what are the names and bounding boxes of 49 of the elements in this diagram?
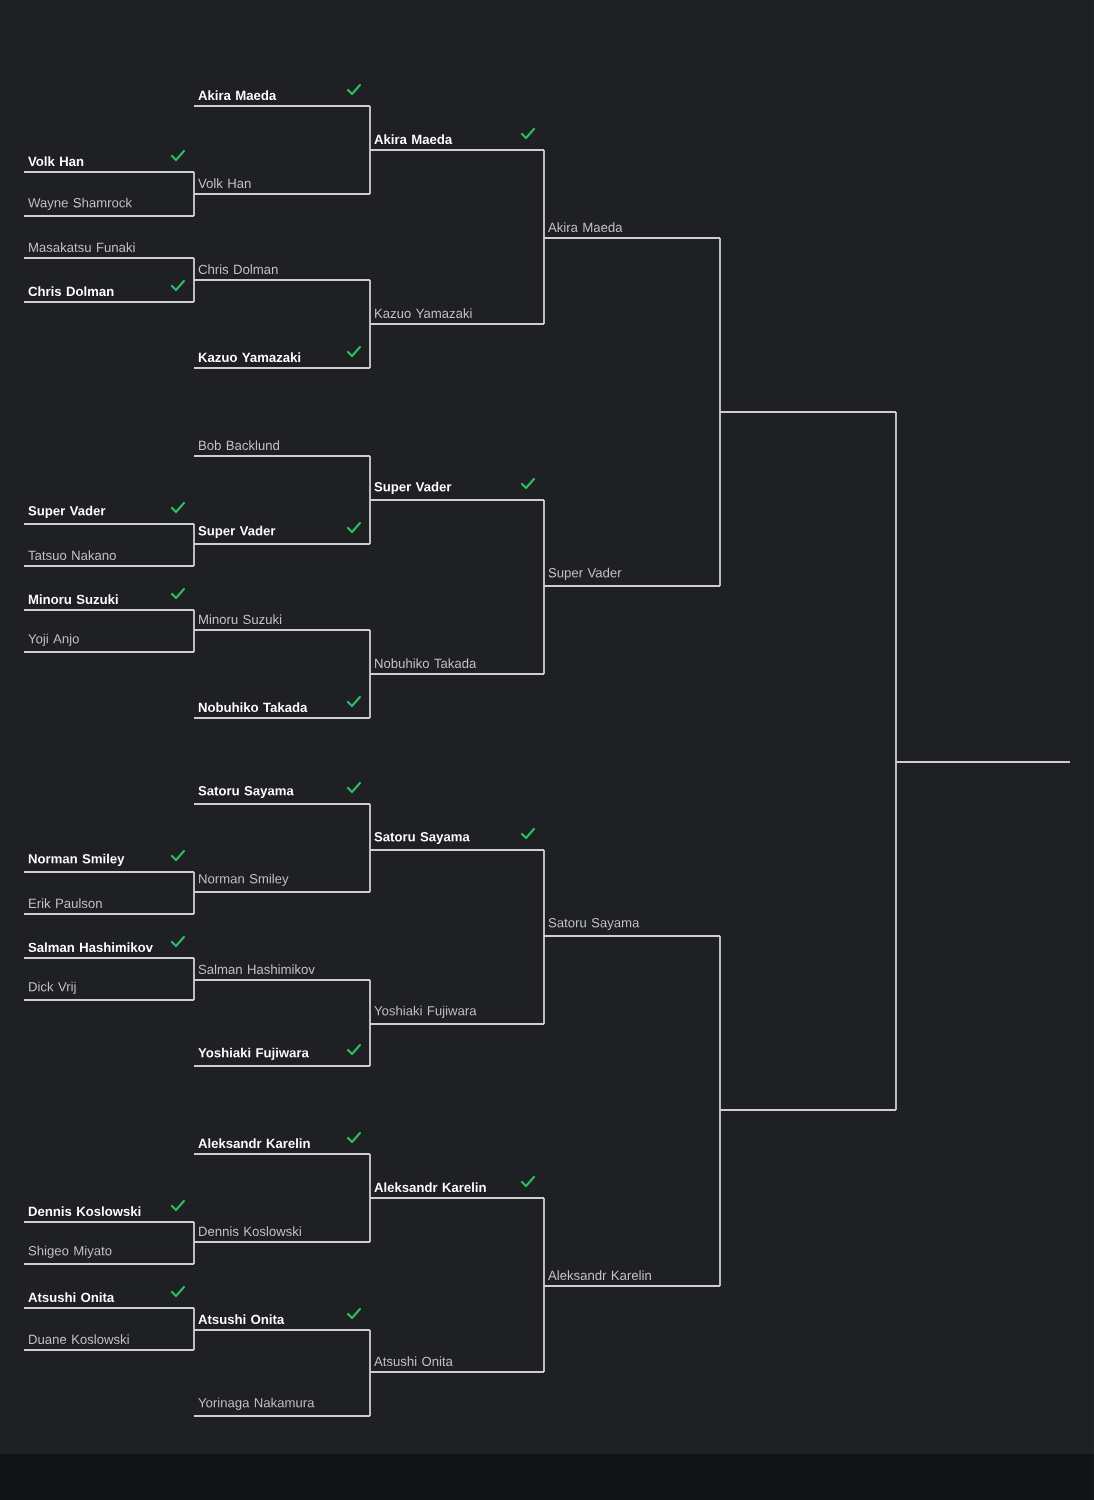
bracket-connector — [369, 105, 371, 151]
bracket-connector — [193, 609, 195, 631]
bracket-connector — [193, 871, 195, 893]
bracket-connector — [369, 1329, 371, 1373]
bracket-connector — [543, 1285, 545, 1373]
bracket-connector — [193, 523, 195, 545]
bracket-connector — [193, 543, 195, 567]
bracket-connector — [193, 1329, 195, 1351]
bracket-connector — [193, 193, 195, 217]
bracket-connector — [719, 1109, 721, 1287]
bracket-connector — [719, 237, 721, 413]
bracket-connector — [719, 935, 721, 1111]
bracket-connector — [193, 979, 195, 1001]
bracket-connector — [369, 1023, 371, 1067]
bracket-line — [719, 411, 897, 413]
bracket-connector — [543, 149, 545, 239]
bracket-connector — [543, 237, 545, 325]
bracket-connector — [369, 979, 371, 1025]
bracket-connector — [369, 323, 371, 369]
bracket-connector — [193, 891, 195, 915]
bracket-connector — [369, 279, 371, 325]
bracket-connector — [369, 629, 371, 675]
bracket-connector — [369, 1371, 371, 1417]
bracket-connector — [369, 673, 371, 719]
bracket-connector — [369, 499, 371, 545]
bracket-line — [895, 761, 1071, 763]
bracket-connector — [369, 149, 371, 195]
bracket-connector — [369, 849, 371, 893]
bracket-connector — [543, 935, 545, 1025]
bracket-connector — [193, 171, 195, 195]
bracket-connector — [193, 629, 195, 653]
bracket-connector — [193, 1241, 195, 1265]
bracket-connector — [543, 849, 545, 937]
bracket-connector — [369, 455, 371, 501]
bracket-connector — [193, 957, 195, 981]
bracket-connector — [193, 257, 195, 281]
bracket-connector — [369, 1153, 371, 1199]
bracket-connector — [193, 279, 195, 303]
bracket-connector — [719, 411, 721, 587]
bracket-connector — [543, 499, 545, 587]
bracket-connector — [895, 761, 897, 1111]
bracket-connector — [543, 585, 545, 675]
bracket-line — [719, 1109, 897, 1111]
bracket-connector — [193, 1221, 195, 1243]
bracket-connector — [543, 1197, 545, 1287]
bracket-connector — [895, 411, 897, 763]
bracket-connector — [369, 803, 371, 851]
bracket-connector — [369, 1197, 371, 1243]
bracket-connector — [193, 1307, 195, 1331]
